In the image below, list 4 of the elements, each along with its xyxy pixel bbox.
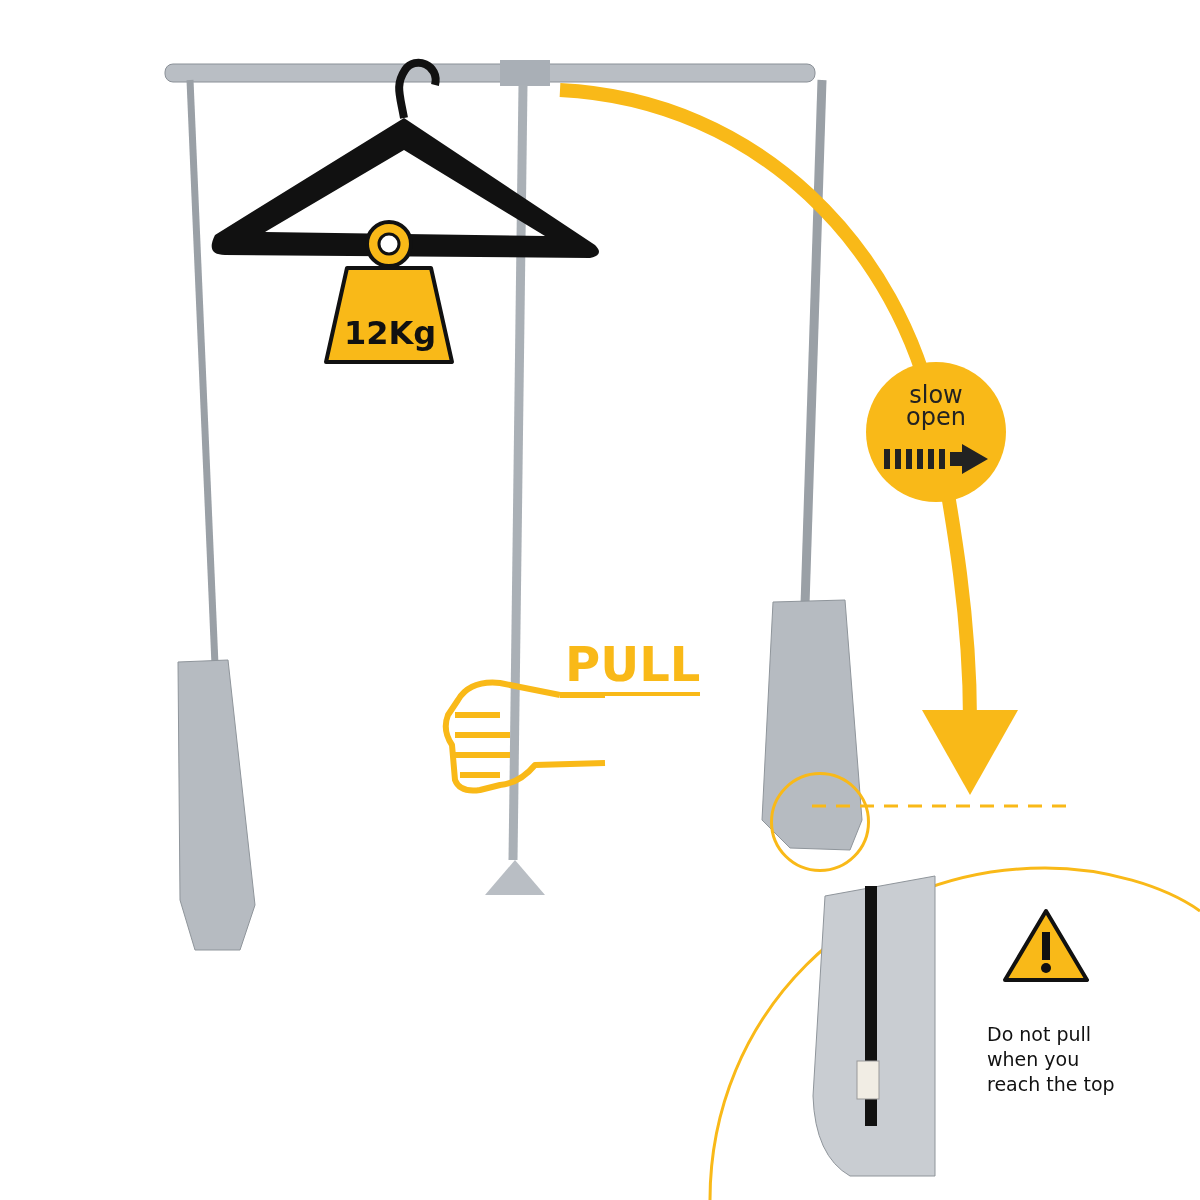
warning-text: Do not pull when you reach the top <box>987 1022 1116 1097</box>
badge-text: slow open <box>905 384 967 428</box>
detail-circle <box>770 772 870 872</box>
action-label: PULL <box>565 640 701 696</box>
